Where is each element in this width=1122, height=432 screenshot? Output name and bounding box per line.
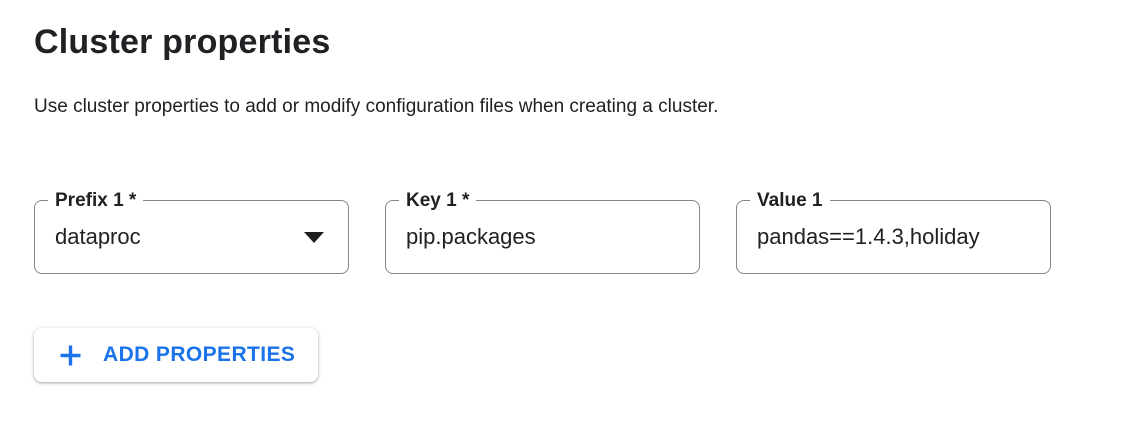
add-properties-label: ADD PROPERTIES bbox=[103, 343, 296, 367]
page-title: Cluster properties bbox=[34, 23, 331, 61]
property-row: Prefix 1 * dataproc Key 1 * Value 1 bbox=[34, 190, 1122, 275]
value-input[interactable] bbox=[737, 224, 1050, 251]
value-field: Value 1 bbox=[736, 190, 1051, 275]
dropdown-arrow-icon[interactable] bbox=[304, 232, 324, 244]
key-input[interactable] bbox=[386, 224, 699, 251]
page-description: Use cluster properties to add or modify … bbox=[34, 95, 719, 117]
key-field: Key 1 * bbox=[385, 190, 700, 275]
cluster-properties-section: Cluster properties Use cluster propertie… bbox=[34, 23, 1122, 383]
key-label: Key 1 * bbox=[399, 190, 477, 212]
prefix-select[interactable]: Prefix 1 * dataproc bbox=[34, 190, 349, 275]
prefix-label: Prefix 1 * bbox=[48, 190, 144, 212]
prefix-selected-value: dataproc bbox=[55, 224, 141, 250]
add-properties-button[interactable]: ADD PROPERTIES bbox=[34, 328, 319, 383]
value-label: Value 1 bbox=[750, 190, 830, 212]
plus-icon bbox=[57, 342, 84, 369]
